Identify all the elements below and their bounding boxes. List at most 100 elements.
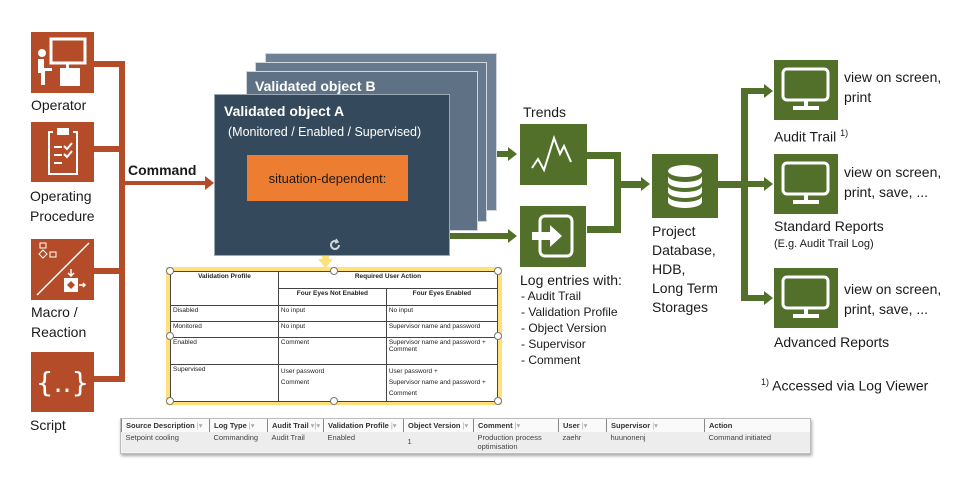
monitor-icon — [781, 161, 830, 204]
operator-icon-tile — [31, 32, 94, 93]
log-arrowhead — [508, 229, 517, 243]
audit-arrow-shaft — [741, 88, 765, 94]
log-cell: zaehr — [558, 432, 607, 452]
header-four-eyes-enabled: Four Eyes Enabled — [385, 288, 499, 306]
validated-object-b-title: Validated object B — [255, 78, 376, 94]
log-column-header[interactable]: Validation Profile|▾ — [323, 419, 404, 432]
table-row: Supervised User password Comment User pa… — [170, 364, 499, 402]
validation-profile-table: Validation Profile Required User Action … — [170, 271, 499, 402]
script-connector — [94, 376, 124, 382]
output-desc-line: view on screen, — [844, 281, 942, 297]
resize-handle-top-right[interactable] — [494, 267, 502, 275]
filter-icon: |▾ — [462, 421, 469, 430]
cell-enabled: No input — [385, 305, 499, 322]
advanced-reports-label: Advanced Reports — [774, 334, 890, 350]
validated-object-a-title: Validated object A — [224, 103, 345, 119]
resize-handle-top-left[interactable] — [166, 267, 174, 275]
log-cell: Command initiated — [704, 432, 810, 452]
rotate-handle-icon — [328, 238, 342, 252]
db-arrow-shaft — [620, 181, 642, 188]
database-icon — [668, 165, 702, 208]
log-entry-icon — [532, 214, 574, 258]
header-required-user-action: Required User Action — [277, 271, 499, 289]
trends-arrowhead — [508, 147, 517, 161]
database-label: Project Database, HDB, Long Term Storage… — [652, 222, 718, 317]
output-desc-line: view on screen, — [844, 69, 942, 85]
command-label: Command — [128, 162, 197, 178]
log-header-row: Source Description|▾ Log Type|▾ Audit Tr… — [121, 419, 810, 432]
log-table-row[interactable]: Setpoint cooling Commanding Audit Trail … — [121, 432, 810, 452]
cell-enabled: Supervisor name and password + Comment — [385, 337, 499, 365]
clipboard-checklist-icon — [48, 128, 78, 175]
resize-handle-bottom-right[interactable] — [494, 397, 502, 405]
log-cell: Commanding — [209, 432, 268, 452]
outputs-bus — [741, 88, 748, 301]
footnote-text: Accessed via Log Viewer — [772, 377, 929, 394]
database-label-line: HDB, — [652, 261, 686, 277]
log-cell: huunonenj — [606, 432, 705, 452]
resize-handle-top[interactable] — [330, 267, 338, 275]
log-cell: 1 — [403, 432, 474, 452]
monitor-icon — [781, 275, 830, 318]
log-entries-label: Log entries with: — [520, 272, 622, 288]
resize-handle-right[interactable] — [494, 332, 502, 340]
db-arrowhead — [641, 177, 650, 191]
log-arrow-shaft — [441, 233, 509, 239]
standard-reports-sublabel: (E.g. Audit Trail Log) — [774, 238, 874, 250]
advanced-reports-description: view on screen, print, save, ... — [844, 279, 941, 319]
log-column-header[interactable]: Action — [704, 419, 810, 432]
resize-handle-left[interactable] — [166, 332, 174, 340]
filter-icon: ▾|▾ — [310, 421, 321, 430]
log-column-header[interactable]: Log Type|▾ — [209, 419, 268, 432]
log-cell: Audit Trail — [267, 432, 324, 452]
command-arrow-shaft — [124, 181, 206, 185]
source-label-operator: Operator — [31, 97, 87, 113]
script-icon-tile: {..} — [31, 352, 94, 412]
log-column-header[interactable]: Supervisor|▾ — [606, 419, 705, 432]
log-entry-item: - Supervisor — [521, 337, 586, 351]
output-desc-line: print — [844, 89, 872, 105]
source-label-script: Script — [30, 417, 66, 433]
log-entries-list: - Audit Trail - Validation Profile - Obj… — [521, 288, 618, 368]
standard-reports-description: view on screen, print, save, ... — [844, 162, 941, 202]
table-row: Enabled Comment Supervisor name and pass… — [170, 337, 499, 365]
filter-icon: |▾ — [514, 421, 521, 430]
output-desc-line: print, save, ... — [844, 184, 929, 200]
header-validation-profile: Validation Profile — [170, 271, 279, 306]
source-label-procedure: Operating Procedure — [30, 188, 95, 224]
log-entry-item: - Comment — [521, 353, 581, 367]
standard-arrow-shaft — [741, 181, 765, 187]
output-desc-line: view on screen, — [844, 164, 942, 180]
validation-profile-table-frame: Validation Profile Required User Action … — [166, 267, 502, 405]
log-column-header[interactable]: Source Description|▾ — [121, 419, 210, 432]
cell-not-enabled: User password Comment — [277, 364, 387, 402]
command-bus — [119, 61, 125, 382]
output-desc-line: print, save, ... — [844, 301, 929, 317]
merge-bus — [614, 152, 621, 233]
log-entry-item: - Object Version — [521, 321, 607, 335]
resize-handle-bottom-left[interactable] — [166, 397, 174, 405]
header-four-eyes-not-enabled: Four Eyes Not Enabled — [277, 288, 387, 306]
log-to-db-line — [587, 226, 620, 233]
footnote-mark: 1) — [761, 377, 770, 387]
cell-enabled: Supervisor name and password — [385, 321, 499, 338]
curly-braces-icon: {..} — [36, 366, 89, 399]
situation-dependent-box: situation-dependent: — [247, 155, 408, 201]
log-cell: Enabled — [323, 432, 404, 452]
log-cell: Setpoint cooling — [121, 432, 210, 452]
log-column-header[interactable]: Object Version|▾ — [403, 419, 474, 432]
log-entry-item: - Validation Profile — [521, 305, 618, 319]
database-label-line: Storages — [652, 299, 709, 315]
svg-text:{..}: {..} — [36, 366, 89, 399]
audit-trail-label: Audit Trail 1) — [774, 123, 848, 147]
log-column-header[interactable]: User|▾ — [558, 419, 607, 432]
log-column-header[interactable]: Audit Trail▾|▾ — [267, 419, 324, 432]
filter-icon: |▾ — [581, 421, 588, 430]
log-column-header[interactable]: Comment|▾ — [473, 419, 559, 432]
table-row: Monitored No input Supervisor name and p… — [170, 321, 499, 338]
standard-reports-label: Standard Reports — [774, 218, 884, 234]
validated-object-a-subtitle: (Monitored / Enabled / Supervised) — [228, 125, 422, 139]
resize-handle-bottom[interactable] — [330, 397, 338, 405]
source-label-macro: Macro / Reaction — [31, 304, 87, 340]
cell-not-enabled: No input — [277, 321, 387, 338]
